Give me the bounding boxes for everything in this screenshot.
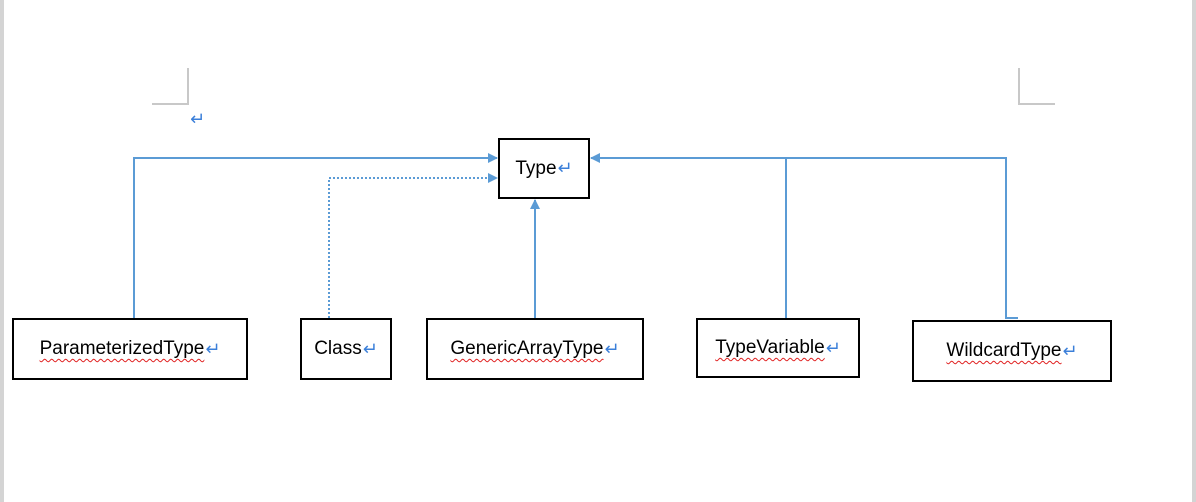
node-wildcardtype-label: WildcardType xyxy=(946,340,1062,361)
node-genericarraytype-label: GenericArrayType xyxy=(450,338,604,359)
node-typevariable-label: TypeVariable xyxy=(715,337,825,358)
node-type[interactable]: Type↵ xyxy=(498,138,590,199)
node-class-label: Class xyxy=(314,338,362,359)
node-parameterizedtype-label: ParameterizedType xyxy=(39,338,205,359)
paragraph-mark-icon: ↵ xyxy=(557,158,573,178)
paragraph-mark-icon: ↵ xyxy=(190,109,206,129)
connector-parameterizedtype xyxy=(133,153,498,318)
paragraph-mark-icon: ↵ xyxy=(825,337,841,358)
connector-class xyxy=(328,173,498,318)
node-wildcardtype[interactable]: WildcardType↵ xyxy=(912,320,1112,382)
margin-crop-mark-top-right xyxy=(1018,68,1055,105)
node-type-label: Type xyxy=(515,157,557,179)
margin-crop-mark-top-left xyxy=(152,68,189,105)
paragraph-mark-icon: ↵ xyxy=(362,338,378,359)
node-typevariable[interactable]: TypeVariable↵ xyxy=(696,318,860,378)
node-class[interactable]: Class↵ xyxy=(300,318,392,380)
paragraph-mark-icon: ↵ xyxy=(205,338,221,359)
paragraph-mark-icon: ↵ xyxy=(1062,340,1078,361)
connector-typevariable-wildcardtype xyxy=(590,153,1018,319)
node-parameterizedtype[interactable]: ParameterizedType↵ xyxy=(12,318,248,380)
node-genericarraytype[interactable]: GenericArrayType↵ xyxy=(426,318,644,380)
paragraph-mark-icon: ↵ xyxy=(604,338,620,359)
